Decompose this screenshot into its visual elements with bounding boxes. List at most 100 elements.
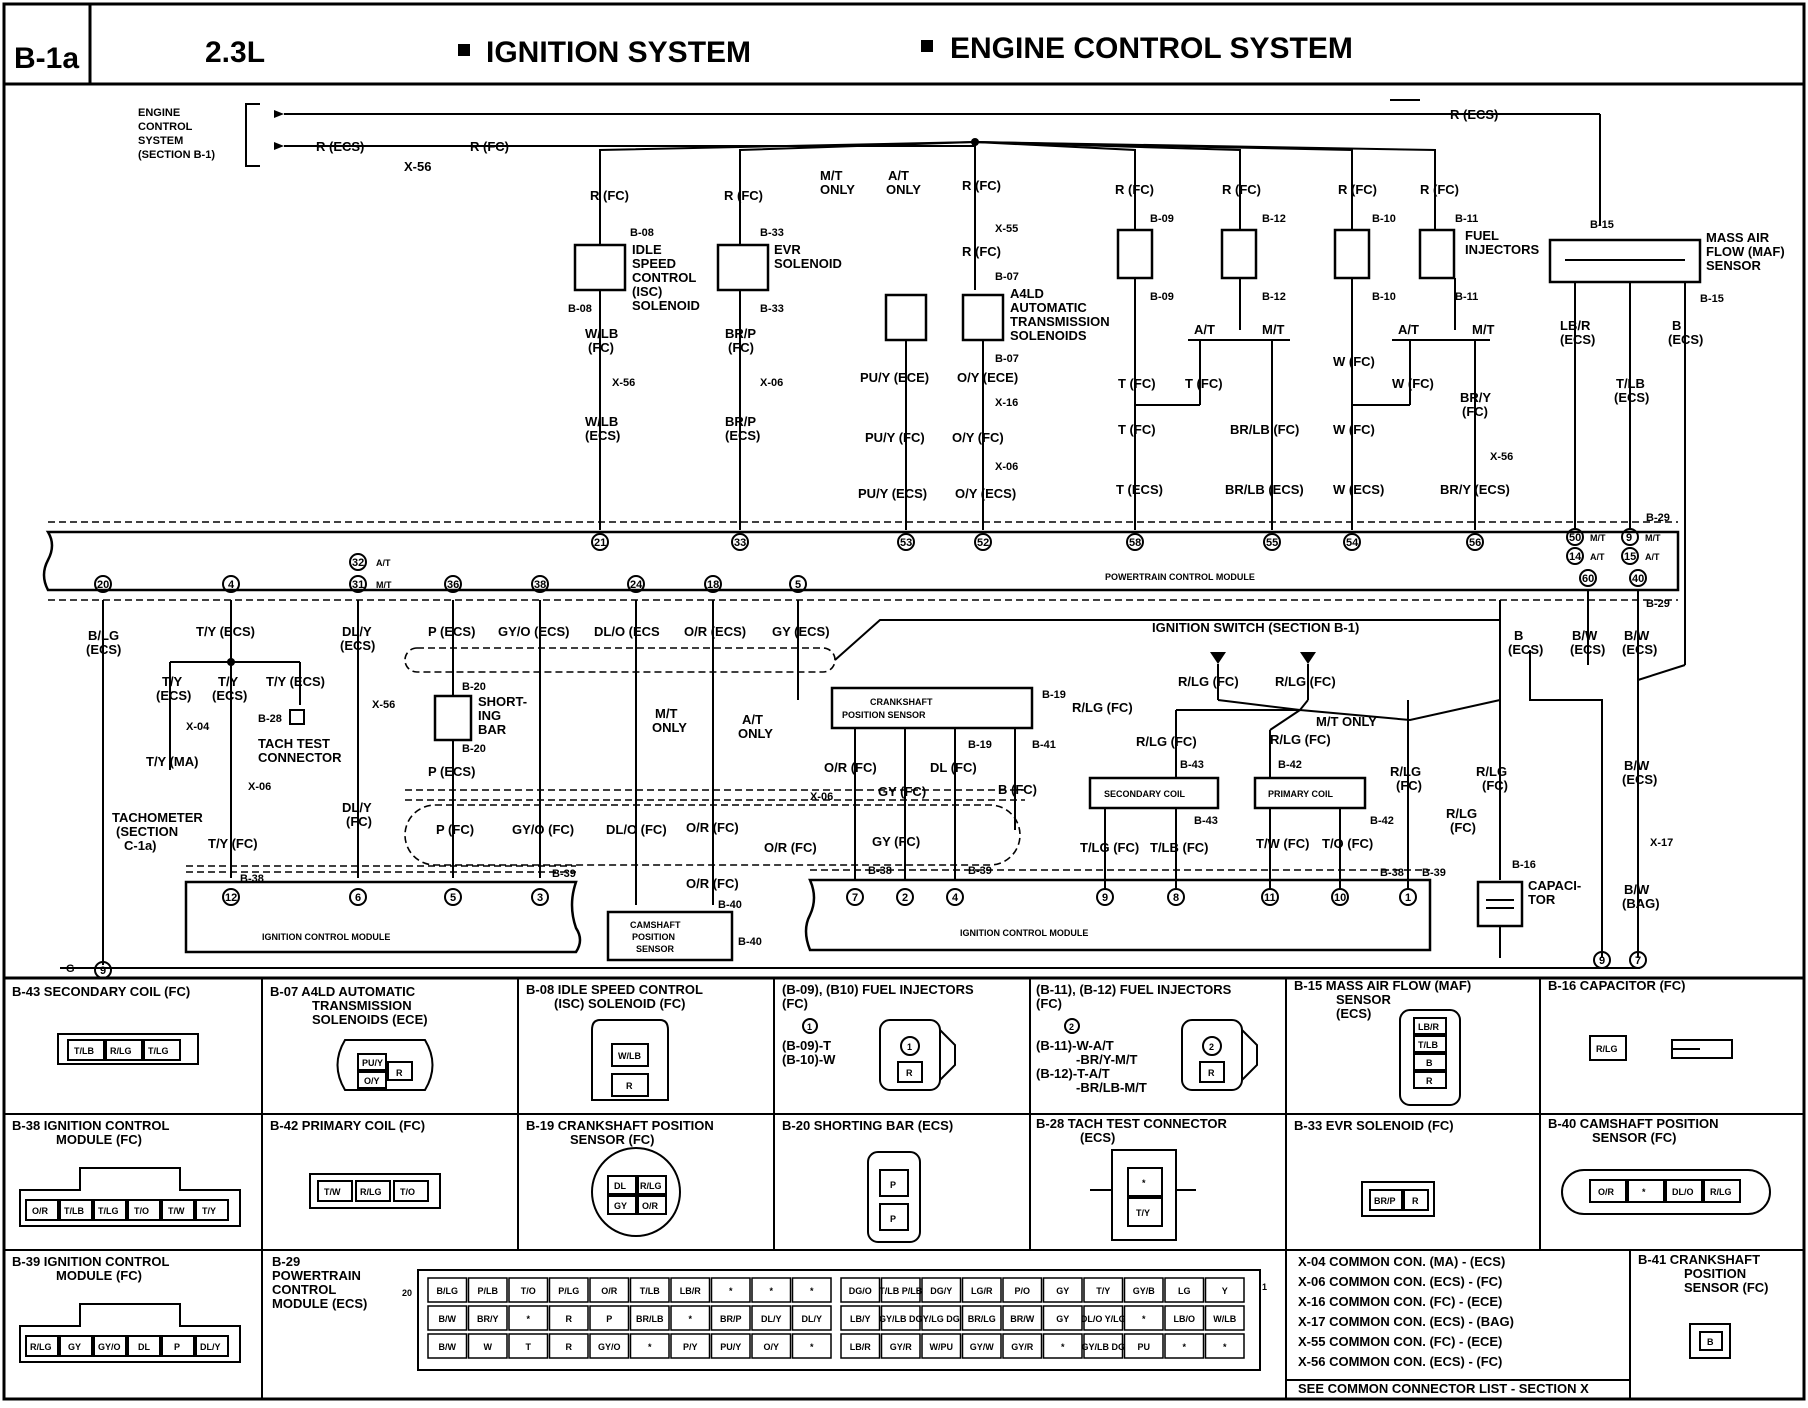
svg-text:INJECTORS: INJECTORS [1465, 242, 1539, 257]
svg-text:T/Y (ECS): T/Y (ECS) [196, 624, 255, 639]
svg-text:T/Y (ECS): T/Y (ECS) [266, 674, 325, 689]
svg-text:B-15: B-15 [1590, 219, 1614, 231]
svg-text:SOLENOID: SOLENOID [774, 256, 842, 271]
svg-text:O/R: O/R [1598, 1187, 1615, 1197]
svg-text:GY (FC): GY (FC) [872, 834, 920, 849]
svg-text:O/R: O/R [642, 1201, 659, 1211]
pcm-pin-label: B/W [439, 1342, 457, 1352]
svg-text:B-19: B-19 [968, 739, 992, 751]
camshaft-sensor [606, 910, 734, 962]
svg-text:SENSOR (FC): SENSOR (FC) [570, 1132, 655, 1147]
svg-text:R: R [396, 1068, 403, 1078]
svg-text:X-56: X-56 [372, 699, 395, 711]
engine-size: 2.3L [205, 36, 265, 69]
pcm-pin-label: * [1061, 1342, 1065, 1352]
svg-text:ING: ING [478, 708, 501, 723]
svg-text:(ISC) SOLENOID (FC): (ISC) SOLENOID (FC) [554, 996, 685, 1011]
svg-text:(BAG): (BAG) [1622, 896, 1660, 911]
pcm-pin-label: GY [1056, 1286, 1069, 1296]
svg-text:(ECS): (ECS) [1614, 390, 1649, 405]
svg-text:B-42 PRIMARY COIL (FC): B-42 PRIMARY COIL (FC) [270, 1118, 425, 1133]
svg-text:P: P [174, 1342, 180, 1352]
svg-text:O/R (ECS): O/R (ECS) [684, 624, 746, 639]
svg-text:T/LG: T/LG [148, 1046, 169, 1056]
pcm-pin-cell [1002, 1277, 1043, 1303]
svg-text:R (FC): R (FC) [962, 178, 1001, 193]
pcm-pin-cell [467, 1305, 508, 1331]
svg-text:X-06: X-06 [760, 377, 783, 389]
injector-b11 [1418, 228, 1456, 280]
svg-text:B: B [1426, 1058, 1433, 1068]
source-line3: SYSTEM [138, 135, 183, 147]
svg-text:B-08: B-08 [630, 227, 654, 239]
svg-text:(ECS): (ECS) [1668, 332, 1703, 347]
svg-text:R: R [1208, 1068, 1215, 1078]
svg-text:8: 8 [1173, 892, 1179, 904]
svg-text:O/Y (ECE): O/Y (ECE) [957, 370, 1018, 385]
pcm-pin-cell [508, 1333, 549, 1359]
injector-b12 [1220, 228, 1258, 280]
shorting-bar [433, 694, 473, 742]
svg-text:B-33: B-33 [760, 227, 784, 239]
pcm-pin-cell [710, 1305, 751, 1331]
svg-text:MODULE (FC): MODULE (FC) [56, 1268, 142, 1283]
svg-text:R/LG: R/LG [1710, 1187, 1732, 1197]
svg-text:R/LG (FC): R/LG (FC) [1270, 732, 1331, 747]
svg-text:31: 31 [352, 579, 364, 591]
svg-text:24: 24 [630, 579, 643, 591]
pcm-pin-label: T/LB [640, 1286, 660, 1296]
svg-text:DL/O (FC): DL/O (FC) [606, 822, 667, 837]
svg-text:12: 12 [225, 892, 237, 904]
svg-text:36: 36 [447, 579, 459, 591]
svg-text:CONTROL: CONTROL [632, 270, 696, 285]
svg-text:B-10: B-10 [1372, 291, 1396, 303]
svg-text:X-06: X-06 [248, 781, 271, 793]
pcm-pin-cell [1204, 1333, 1245, 1359]
svg-text:X-56: X-56 [612, 377, 635, 389]
svg-text:B/W: B/W [1624, 758, 1650, 773]
pcm-pin-label: W/PU [930, 1342, 954, 1352]
svg-text:T (FC): T (FC) [1118, 376, 1156, 391]
svg-text:X-16: X-16 [995, 397, 1018, 409]
svg-text:GY/O (ECS): GY/O (ECS) [498, 624, 570, 639]
svg-text:SPEED: SPEED [632, 256, 676, 271]
svg-text:T/LG: T/LG [98, 1206, 119, 1216]
svg-text:(ECS): (ECS) [212, 688, 247, 703]
connector-panels [4, 976, 1804, 1399]
svg-text:B-08: B-08 [568, 303, 592, 315]
svg-text:B-09: B-09 [1150, 213, 1174, 225]
svg-text:18: 18 [707, 579, 719, 591]
svg-text:ONLY: ONLY [652, 720, 687, 735]
svg-text:(ECS): (ECS) [725, 428, 760, 443]
pcm-pin-cell [961, 1305, 1002, 1331]
pcm-pin-label: * [810, 1342, 814, 1352]
svg-text:W/LB: W/LB [585, 326, 618, 341]
svg-text:P (ECS): P (ECS) [428, 624, 475, 639]
svg-text:FUEL: FUEL [1465, 228, 1499, 243]
pcm-pin-cell [589, 1277, 630, 1303]
svg-text:B-39: B-39 [552, 868, 576, 880]
svg-text:TOR: TOR [1528, 892, 1556, 907]
svg-text:(FC): (FC) [782, 996, 808, 1011]
pcm-pin-label: O/R [601, 1286, 618, 1296]
svg-text:W/LB: W/LB [585, 414, 618, 429]
svg-text:X-55 COMMON CON. (FC) - (ECE): X-55 COMMON CON. (FC) - (ECE) [1298, 1334, 1502, 1349]
pcm-pin-cell [1083, 1305, 1124, 1331]
svg-text:21: 21 [594, 537, 606, 549]
pcm-pin-label: W [484, 1342, 493, 1352]
pcm-pin-cell [1083, 1333, 1124, 1359]
svg-text:R/LG (FC): R/LG (FC) [1178, 674, 1239, 689]
pcm-pin-label: GY/LB DG [879, 1314, 923, 1324]
svg-text:(FC): (FC) [1450, 820, 1476, 835]
svg-text:(ECS): (ECS) [585, 428, 620, 443]
svg-text:7: 7 [1635, 955, 1641, 967]
pcm-pin-cell [880, 1305, 921, 1331]
svg-text:T/Y: T/Y [162, 674, 183, 689]
pcm-pin-label: BR/Y [477, 1314, 499, 1324]
svg-text:T/LB: T/LB [1418, 1040, 1438, 1050]
svg-text:SOLENOID: SOLENOID [632, 298, 700, 313]
svg-text:CRANKSHAFT: CRANKSHAFT [870, 697, 933, 707]
source-line1: ENGINE [138, 107, 180, 119]
svg-text:T/O (FC): T/O (FC) [1322, 836, 1373, 851]
svg-text:B-11: B-11 [1455, 213, 1478, 225]
